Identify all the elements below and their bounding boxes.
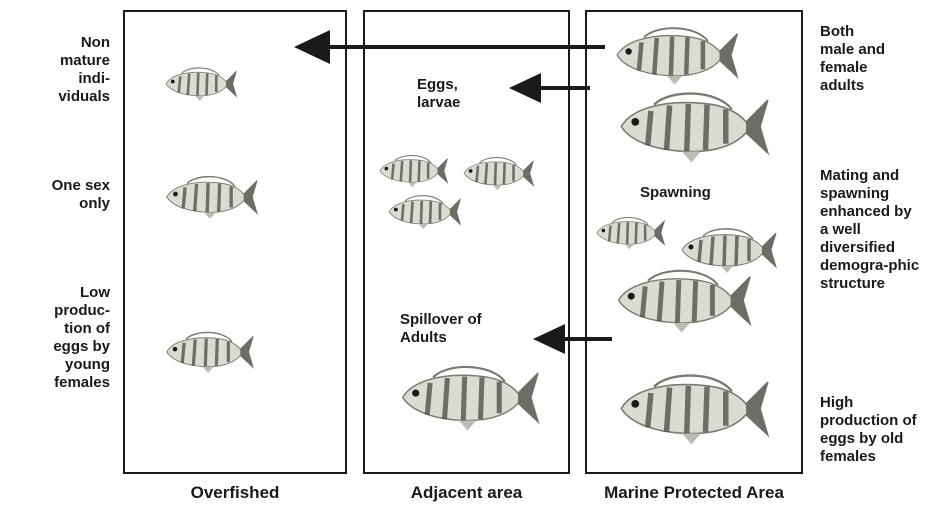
fish-mpa-3 — [594, 214, 666, 250]
label-spillover: Spillover of Adults — [400, 311, 482, 347]
fish-juvenile-2 — [461, 154, 535, 191]
fish-small-1 — [163, 64, 238, 102]
fish-juvenile-1 — [377, 152, 449, 188]
label-both-sexes: Both male and female adults — [820, 23, 885, 95]
fish-mpa-5 — [600, 264, 766, 334]
title-adjacent-area: Adjacent area — [363, 483, 570, 503]
label-eggs-larvae: Eggs, larvae — [417, 76, 460, 112]
arrow-adults-to-overfished — [294, 30, 605, 64]
fish-mpa-1 — [600, 22, 752, 86]
fish-small-2 — [163, 172, 259, 220]
label-low-production: Low produc- tion of eggs by young female… — [53, 284, 110, 392]
fish-adult-spillover — [377, 360, 561, 432]
label-high-production: High production of eggs by old females — [820, 394, 917, 466]
label-non-mature: Non mature indi- viduals — [58, 34, 110, 106]
label-one-sex: One sex only — [52, 177, 110, 213]
fish-mpa-2 — [600, 86, 786, 164]
fish-mpa-6 — [600, 368, 786, 446]
label-mating: Mating and spawning enhanced by a well d… — [820, 167, 919, 293]
title-mpa: Marine Protected Area — [580, 483, 808, 503]
fish-small-3 — [163, 328, 255, 374]
arrow-eggs-larvae — [509, 73, 590, 103]
title-overfished: Overfished — [123, 483, 347, 503]
label-spawning: Spawning — [640, 184, 711, 202]
fish-juvenile-3 — [386, 192, 462, 230]
